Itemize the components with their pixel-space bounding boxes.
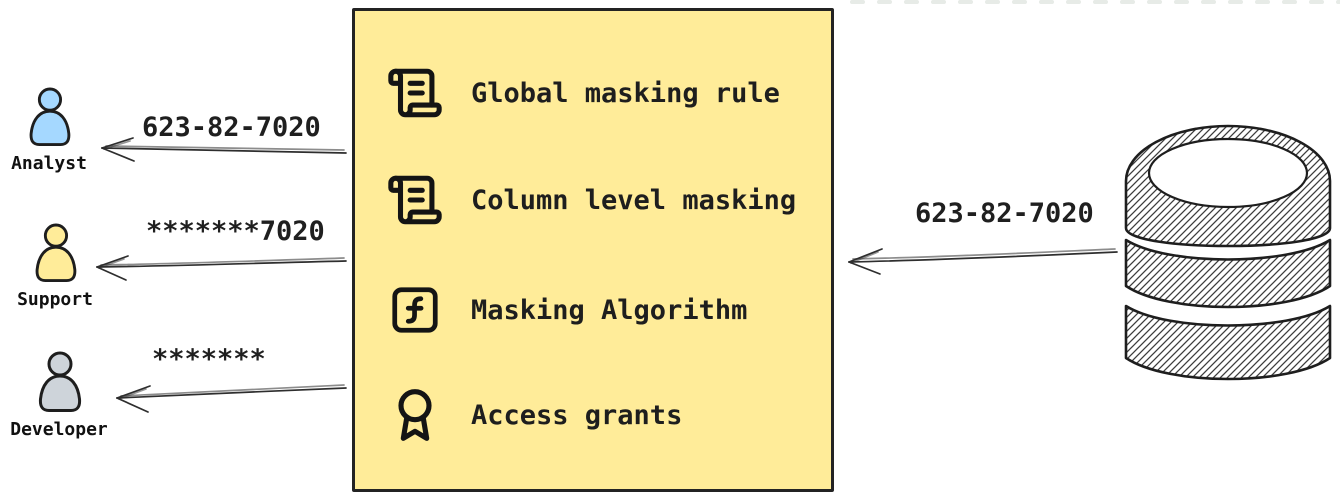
arrow-label-developer: ******* bbox=[152, 344, 266, 375]
persona-support: Support bbox=[12, 222, 98, 310]
persona-developer: Developer bbox=[10, 350, 108, 440]
arrow-to-analyst bbox=[101, 137, 347, 162]
person-icon bbox=[29, 87, 71, 146]
persona-label: Developer bbox=[10, 419, 108, 440]
scroll-icon bbox=[385, 168, 445, 232]
masking-item-row: Global masking rule bbox=[385, 61, 780, 125]
persona-analyst: Analyst bbox=[6, 86, 92, 174]
masking-item-row: Column level masking bbox=[385, 168, 796, 232]
masking-item-label: Column level masking bbox=[471, 184, 797, 216]
masking-box: Global masking rule Column level masking… bbox=[352, 8, 834, 492]
arrow-label-analyst: 623-82-7020 bbox=[142, 112, 321, 143]
masking-item-row: Masking Algorithm bbox=[385, 278, 747, 342]
masking-item-row: Access grants bbox=[385, 383, 682, 447]
person-icon bbox=[38, 351, 82, 412]
arrow-db-to-box bbox=[848, 248, 1118, 275]
persona-label: Support bbox=[17, 289, 93, 310]
masking-item-label: Masking Algorithm bbox=[471, 294, 748, 326]
scroll-icon bbox=[385, 61, 445, 125]
arrow-to-developer bbox=[116, 384, 347, 413]
function-square-icon bbox=[385, 278, 445, 342]
masking-item-label: Access grants bbox=[471, 399, 683, 431]
persona-label: Analyst bbox=[11, 153, 87, 174]
award-icon bbox=[385, 383, 445, 447]
database-icon bbox=[1118, 116, 1338, 391]
masking-item-label: Global masking rule bbox=[471, 77, 780, 109]
arrow-label-support: *******7020 bbox=[146, 216, 325, 247]
person-icon bbox=[35, 223, 77, 282]
arrow-label-database: 623-82-7020 bbox=[915, 198, 1094, 229]
arrow-to-support bbox=[96, 255, 347, 281]
